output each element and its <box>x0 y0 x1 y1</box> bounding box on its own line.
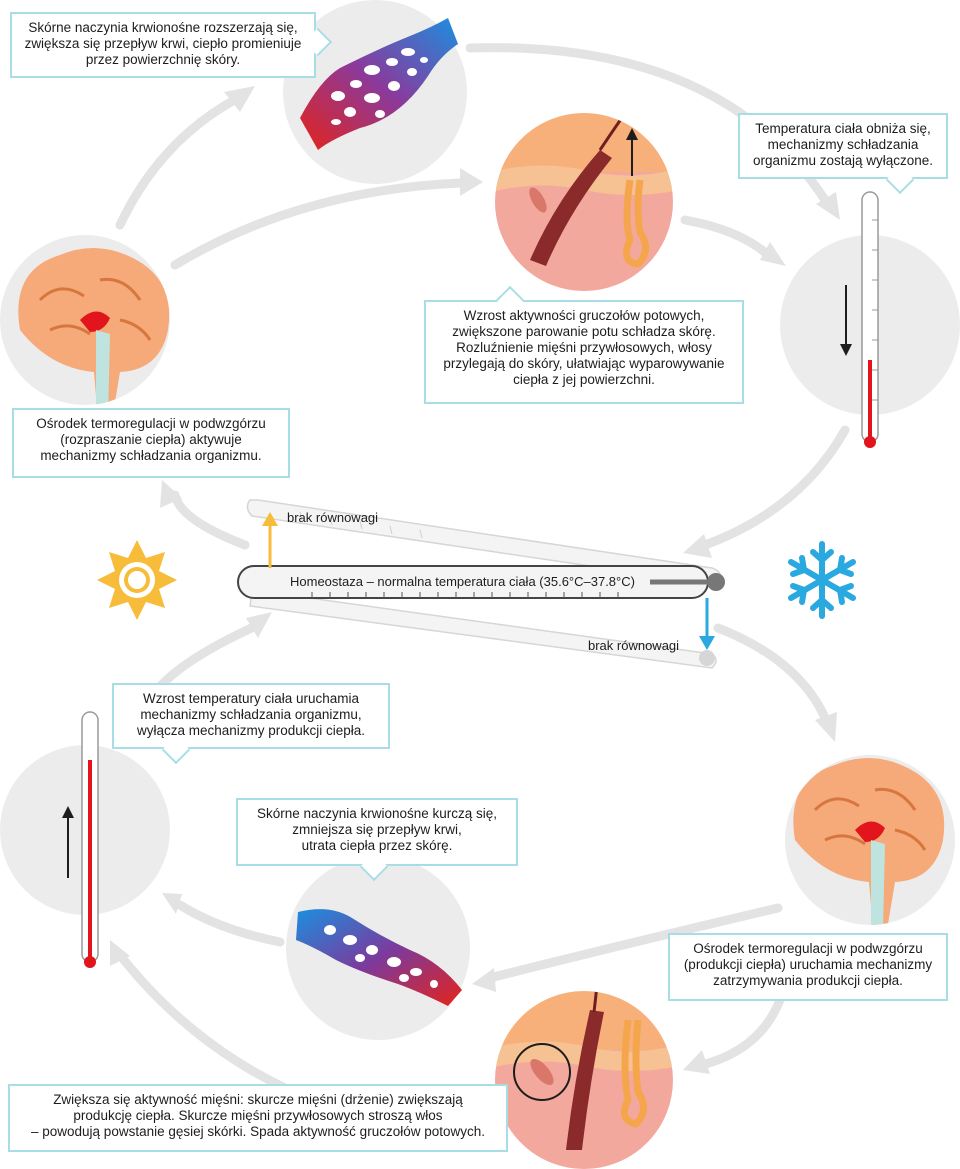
callout-skin-vessels-constrict: Skórne naczynia krwionośne kurczą się, z… <box>236 798 518 866</box>
imbalance-thermometer-bottom <box>249 589 717 669</box>
blood-vessels-constricted-icon <box>296 909 462 1006</box>
callout-sweat-glands: Wzrost aktywności gruczołów potowych, zw… <box>424 300 744 404</box>
imbalance-label-top: brak równowagi <box>287 510 379 525</box>
imbalance-up-arrow <box>262 512 278 568</box>
snowflake-icon <box>788 541 856 619</box>
thermometer-icon <box>840 191 879 448</box>
imbalance-label-bottom: brak równowagi <box>588 638 680 653</box>
homeostasis-thermometer <box>237 565 725 599</box>
callout-skin-vessels-dilate: Skórne naczynia krwionośne rozszerzają s… <box>10 12 316 78</box>
muscle-highlight <box>513 1043 571 1101</box>
callout-muscle-activity: Zwiększa się aktywność mięśni: skurcze m… <box>8 1084 508 1152</box>
sun-icon <box>97 540 177 620</box>
thermometer-rising-icon <box>62 711 99 968</box>
brain-icon <box>18 247 170 405</box>
homeostasis-label: Homeostaza – normalna temperatura ciała … <box>290 574 635 589</box>
skin-cross-section-icon <box>494 112 674 292</box>
callout-temp-drops: Temperatura ciała obniża się, mechanizmy… <box>738 113 948 179</box>
imbalance-down-arrow <box>699 598 715 650</box>
brain-cold-icon <box>793 757 945 925</box>
cycle-arrowheads <box>110 86 840 1074</box>
callout-center-dissipation: Ośrodek termoregulacji w podwzgórzu (roz… <box>12 408 290 478</box>
callout-center-production: Ośrodek termoregulacji w podwzgórzu (pro… <box>668 933 948 1001</box>
callout-temp-rises: Wzrost temperatury ciała uruchamia mecha… <box>112 683 390 749</box>
muscle-icon <box>530 1058 554 1086</box>
blood-vessels-icon <box>300 18 458 150</box>
